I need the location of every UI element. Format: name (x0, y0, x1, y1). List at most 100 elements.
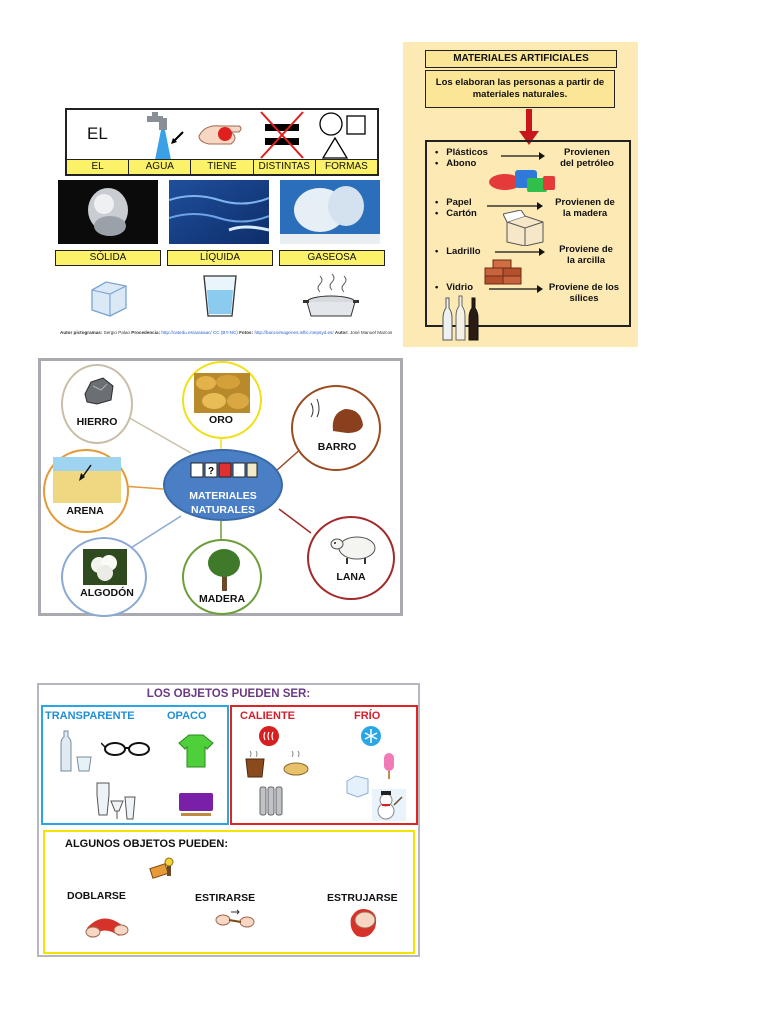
hot-drink-icon (245, 750, 265, 778)
material-paper: • Papel (435, 197, 472, 208)
state-gas-label: GASEOSA (279, 250, 385, 266)
glasses-icon (101, 742, 150, 756)
material-cardboard: • Cartón (435, 208, 477, 219)
label-agua: AGUA (129, 160, 192, 174)
panel-subtitle: Los elaboran las personas a partir de ma… (425, 70, 615, 108)
water-sentence-strip: EL EL AGUA TIENE DISTINTAS FORMAS (65, 108, 379, 176)
snowman-icon (372, 789, 406, 821)
label-wool: LANA (336, 571, 366, 583)
popsicle-icon (384, 753, 394, 779)
actions-box: ALGUNOS OBJETOS PUEDEN: DOBLARSE ESTIRAR… (43, 830, 415, 954)
sentence-word: EL (87, 124, 108, 143)
bricks-icon (484, 259, 522, 285)
bend-pictogram (85, 918, 129, 938)
water-tap-pictogram (147, 112, 184, 160)
glassware-icon (96, 782, 136, 820)
label-distintas: DISTINTAS (254, 160, 316, 174)
ice-cube-icon (346, 775, 369, 798)
center-pictograms: ? (190, 462, 258, 478)
label-some-objects: ALGUNOS OBJETOS PUEDEN: (65, 838, 228, 850)
label-iron: HIERRO (76, 416, 118, 428)
stretch-pictogram (215, 909, 255, 928)
label-hot: CALIENTE (240, 710, 295, 722)
material-fertilizer: • Abono (435, 158, 477, 169)
sea-photo (169, 180, 269, 244)
object-properties-panel: LOS OBJETOS PUEDEN SER: TRANSPARENTE OPA… (37, 683, 420, 957)
state-liquid-label: LÍQUIDA (167, 250, 273, 266)
water-bottle-and-glass-icon (60, 730, 92, 772)
sheep-icon (330, 536, 376, 564)
node-iron (61, 364, 133, 444)
state-solid-label: SÓLIDA (55, 250, 161, 266)
label-mud: BARRO (317, 441, 357, 453)
node-mud (291, 385, 381, 471)
objects-pictogram (149, 857, 174, 879)
cardboard-box-icon (503, 210, 544, 246)
center-node: ? (163, 449, 283, 521)
steam-photo (280, 180, 380, 244)
purple-case-icon (179, 793, 213, 816)
boiling-pot-icon (303, 273, 359, 317)
label-transparent: TRANSPARENTE (45, 710, 135, 722)
different-pictogram (260, 111, 304, 159)
node-cotton (61, 537, 147, 617)
label-gold: ORO (209, 414, 233, 426)
label-opaque: OPACO (167, 710, 207, 722)
hand-pictogram (198, 125, 242, 145)
artificial-materials-panel: MATERIALES ARTIFICIALES Los elaboran las… (403, 42, 638, 347)
label-el: EL (67, 160, 130, 174)
node-gold (182, 361, 262, 439)
label-formas: FORMAS (325, 161, 368, 172)
node-wood (182, 539, 262, 615)
material-plastics: • Plásticos (435, 147, 488, 158)
panel-title: MATERIALES ARTIFICIALES (425, 50, 617, 68)
arrow-icon (487, 202, 543, 210)
label-cotton: ALGODÓN (80, 587, 134, 599)
svg-text:?: ? (208, 466, 214, 477)
label-tiene: TIENE (191, 160, 254, 174)
material-brick: • Ladrillo (435, 246, 481, 257)
node-wool (307, 516, 395, 600)
crumple-pictogram (350, 909, 377, 937)
mud-icon (310, 398, 363, 433)
shapes-pictogram (319, 112, 366, 159)
glass-of-water-icon (203, 275, 237, 317)
transparent-opaque-box: TRANSPARENTE OPACO (41, 705, 229, 825)
tree-icon (208, 549, 240, 591)
label-crumple: ESTRUJARSE (327, 892, 398, 904)
sentence-labels: EL AGUA TIENE DISTINTAS FORMAS (67, 159, 377, 174)
plastic-containers-icon (489, 170, 555, 192)
gold-nuggets-icon (194, 373, 250, 413)
bottles-icon (442, 295, 479, 341)
arrow-icon (489, 285, 543, 293)
cold-symbol-icon (361, 726, 381, 746)
panel-title: LOS OBJETOS PUEDEN SER: (146, 688, 311, 700)
label-stretch: ESTIRARSE (195, 892, 256, 904)
hot-soup-icon (283, 750, 309, 776)
radiator-icon (259, 786, 283, 816)
sand-icon (53, 457, 121, 503)
arrow-icon (495, 248, 545, 256)
material-glass: • Vidrio (435, 282, 473, 293)
ice-cube-icon (91, 281, 127, 317)
hot-symbol-icon (259, 726, 279, 746)
label-sand: ARENA (66, 505, 104, 517)
label-bend: DOBLARSE (67, 890, 126, 902)
label-wood: MADERA (198, 593, 246, 605)
iron-ore-icon (84, 377, 114, 405)
hot-cold-box: CALIENTE FRÍO (230, 705, 418, 825)
green-shirt-icon (178, 734, 214, 768)
node-sand (43, 449, 129, 533)
arrow-icon (501, 152, 545, 160)
label-cold: FRÍO (354, 710, 381, 722)
ice-photo (58, 180, 158, 244)
credits-line: Autor pictogramas: Sergio Palao Proceden… (60, 330, 393, 335)
down-arrow-icon (519, 109, 539, 145)
